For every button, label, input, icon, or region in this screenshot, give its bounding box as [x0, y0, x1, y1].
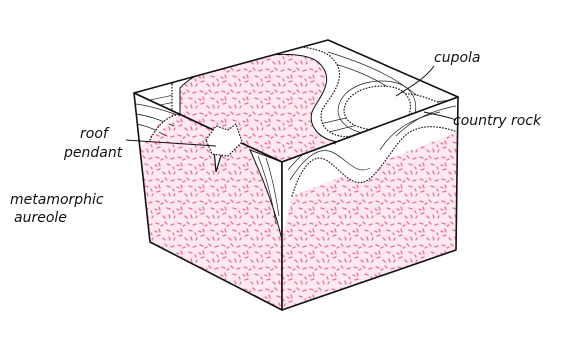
label-pendant: pendant	[63, 145, 123, 161]
label-metamorphic: metamorphic	[10, 192, 104, 208]
label-aureole: aureole	[14, 210, 67, 226]
label-cupola: cupola	[434, 50, 481, 66]
label-roof: roof	[80, 126, 110, 142]
label-country-rock: country rock	[453, 113, 542, 129]
